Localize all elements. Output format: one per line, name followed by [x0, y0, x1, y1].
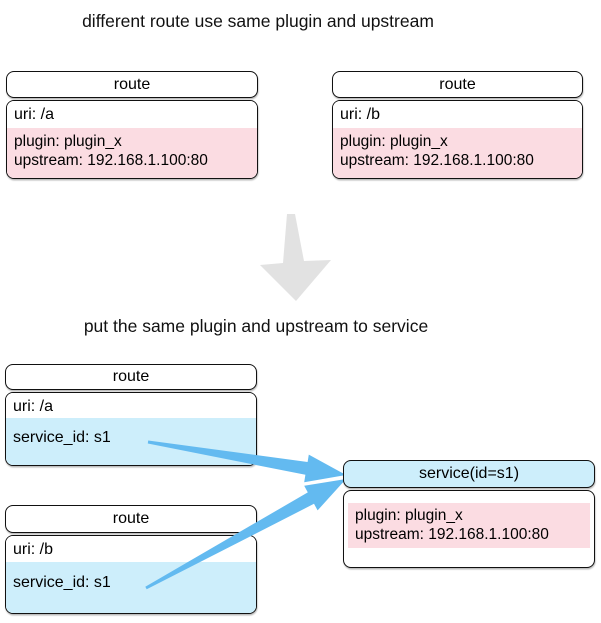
after-route-b-box: route uri: /b service_id: s1: [5, 505, 257, 614]
service-upstream: upstream: 192.168.1.100:80: [355, 526, 549, 543]
after-route-a-header: route: [5, 364, 257, 390]
before-route-a-body: uri: /a plugin: plugin_x upstream: 192.1…: [6, 100, 258, 179]
before-route-a-plugin: plugin: plugin_x: [14, 133, 122, 150]
before-route-a-header: route: [6, 71, 258, 98]
after-route-a-body: uri: /a service_id: s1: [5, 392, 257, 466]
service-header: service(id=s1): [343, 460, 595, 488]
after-route-a-box: route uri: /a service_id: s1: [5, 364, 257, 466]
before-route-b-plugin: plugin: plugin_x: [340, 133, 448, 150]
before-route-b-box: route uri: /b plugin: plugin_x upstream:…: [332, 71, 583, 179]
after-route-a-uri: uri: /a: [6, 393, 256, 418]
after-route-b-header: route: [5, 505, 257, 533]
before-route-b-upstream: upstream: 192.168.1.100:80: [340, 152, 534, 169]
before-route-a-upstream: upstream: 192.168.1.100:80: [14, 152, 208, 169]
before-route-b-uri: uri: /b: [333, 101, 582, 128]
before-section-title: different route use same plugin and upst…: [82, 11, 434, 31]
before-route-a-uri: uri: /a: [7, 101, 257, 128]
after-route-b-body: uri: /b service_id: s1: [5, 535, 257, 614]
service-shared-section: plugin: plugin_x upstream: 192.168.1.100…: [348, 503, 590, 548]
after-route-a-service-id: service_id: s1: [6, 418, 256, 465]
before-route-b-header: route: [332, 71, 583, 98]
after-route-b-uri: uri: /b: [6, 536, 256, 562]
before-route-a-shared-section: plugin: plugin_x upstream: 192.168.1.100…: [7, 128, 257, 178]
service-plugin: plugin: plugin_x: [355, 507, 463, 524]
before-route-a-box: route uri: /a plugin: plugin_x upstream:…: [6, 71, 258, 179]
before-route-b-body: uri: /b plugin: plugin_x upstream: 192.1…: [332, 100, 583, 179]
service-body: plugin: plugin_x upstream: 192.168.1.100…: [343, 490, 595, 568]
after-section-title: put the same plugin and upstream to serv…: [83, 316, 429, 336]
service-box: service(id=s1) plugin: plugin_x upstream…: [343, 460, 595, 568]
after-route-b-service-id: service_id: s1: [6, 562, 256, 613]
before-route-b-shared-section: plugin: plugin_x upstream: 192.168.1.100…: [333, 128, 582, 178]
